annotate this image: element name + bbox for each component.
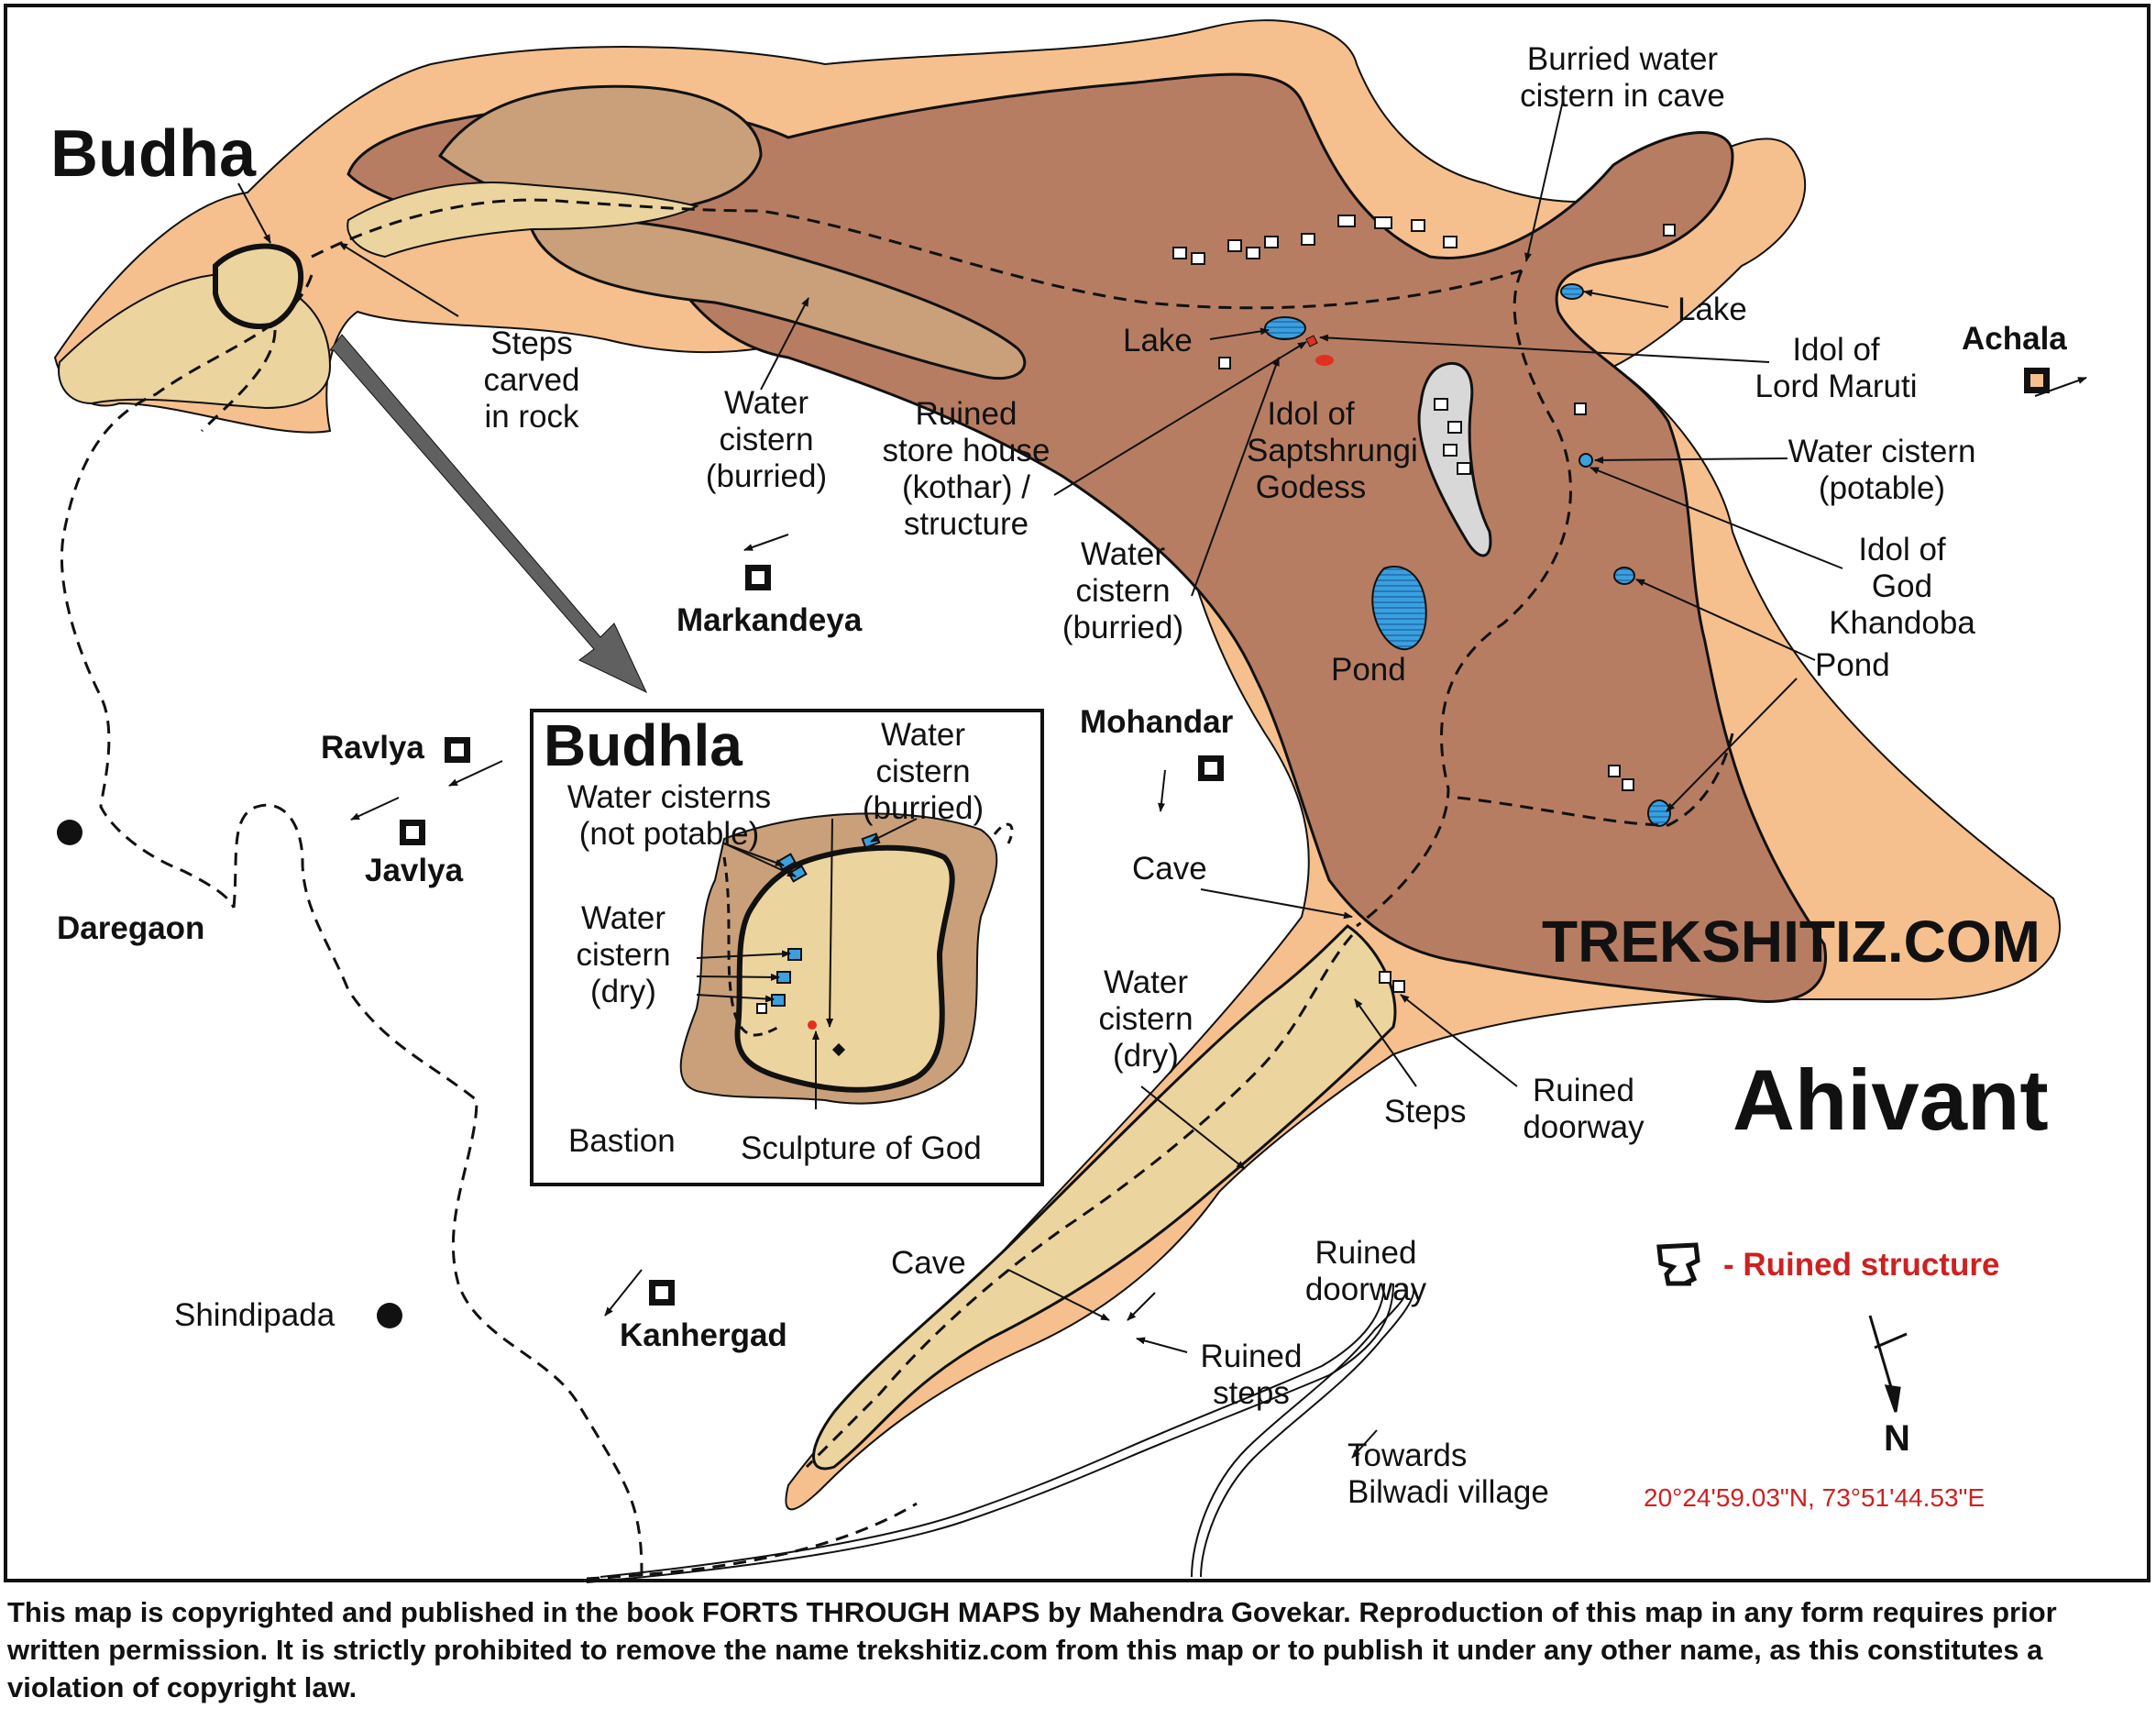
label-steps-carved: Steps carved in rock — [483, 325, 580, 435]
inset-sculpture-mark — [831, 1042, 846, 1057]
inset-label-sculpture: Sculpture of God — [741, 1130, 982, 1166]
pond-right-2 — [1647, 799, 1671, 827]
label-lake-west: Lake — [1123, 323, 1193, 358]
budha-fort-outline — [213, 243, 304, 329]
label-water-cistern-burried-mid: Water cistern (burried) — [1062, 536, 1184, 645]
label-ruined-store: Ruined store house (kothar) / structure — [882, 396, 1050, 542]
fort-name-ravlya: Ravlya — [321, 730, 424, 766]
village-dot-icon-shindipada — [377, 1303, 402, 1328]
inset-idol-mark — [808, 1020, 817, 1030]
fort-name-kanhergad: Kanhergad — [620, 1317, 787, 1353]
legend-ruined-structure: - Ruined structure — [1723, 1247, 2000, 1283]
fort-name-achala: Achala — [1962, 321, 2067, 357]
fort-icons — [400, 368, 2050, 1306]
lake-east — [1560, 283, 1584, 300]
inset-label-bastion: Bastion — [568, 1123, 676, 1159]
copyright-notice: This map is copyrighted and published in… — [7, 1596, 2057, 1703]
label-water-cistern-dry: Water cistern (dry) — [1098, 964, 1194, 1074]
label-water-cistern-potable: Water cistern (potable) — [1788, 434, 1976, 506]
road — [586, 1283, 1415, 1583]
village-name-daregaon: Daregaon — [57, 910, 205, 946]
label-steps: Steps — [1384, 1094, 1467, 1129]
lake-west — [1264, 316, 1306, 340]
inset-title: Budhla — [544, 712, 742, 778]
fort-icon-markandeya — [745, 565, 771, 590]
inset-label-not-potable: Water cisterns (not potable) — [566, 779, 772, 852]
label-towards-bilwadi: Towards Bilwadi village — [1348, 1438, 1549, 1510]
label-pond-center: Pond — [1331, 652, 1406, 688]
leader-lines — [237, 100, 1843, 1353]
inset-inner-plateau — [734, 844, 955, 1093]
label-idol-khandoba: Idol of God Khandoba — [1829, 532, 1975, 641]
label-cave-mid: Cave — [1132, 851, 1207, 887]
fort-name-ahivant: Ahivant — [1732, 1052, 2049, 1148]
inset-label-burried: Water cistern (burried) — [862, 717, 984, 826]
inset-leaders — [696, 818, 918, 1109]
fort-icon-kanhergad — [649, 1280, 675, 1306]
label-lake-east: Lake — [1678, 292, 1747, 327]
village-name-shindipada: Shindipada — [174, 1297, 336, 1333]
hill-patch-2 — [530, 218, 1027, 380]
inset-label-dry: Water cistern (dry) — [576, 900, 671, 1009]
label-ruined-doorway-mid: Ruined doorway — [1523, 1073, 1644, 1145]
fort-icon-javlya — [400, 820, 425, 845]
fort-icon-achala — [2024, 368, 2050, 393]
plateau-main — [346, 72, 1827, 1003]
fort-name-markandeya: Markandeya — [676, 602, 863, 638]
inset-pointer-arrow — [328, 334, 648, 694]
path-zone-ridge — [812, 924, 1397, 1471]
inset-path — [722, 856, 780, 1037]
pond-center — [1371, 566, 1427, 651]
label-idol-saptshrungi: Idol of Saptshrungi Godess — [1247, 396, 1418, 505]
path-zone-top — [346, 182, 699, 259]
fort-icon-mohandar — [1198, 755, 1224, 781]
idol-saptshrungi-mark — [1315, 355, 1334, 366]
ruined-structures — [1172, 215, 1676, 993]
label-cave-low: Cave — [891, 1245, 966, 1281]
legend-coordinates: 20°24'59.03"N, 73°51'44.53"E — [1644, 1483, 1986, 1512]
water-cistern-potable-mark — [1578, 453, 1593, 468]
ruined-structure-icon — [1656, 1242, 1700, 1286]
pond-right-1 — [1613, 567, 1635, 585]
fort-icon-ravlya — [445, 737, 470, 763]
inset-structure-mark — [756, 1003, 767, 1014]
fort-name-budha: Budha — [50, 117, 256, 191]
saptshrungi-ridge — [1417, 361, 1492, 557]
label-pond-right: Pond — [1815, 647, 1890, 683]
village-dot-icon-daregaon — [57, 820, 82, 845]
label-idol-maruti: Idol of Lord Maruti — [1754, 332, 1918, 404]
fort-map-graphic — [53, 19, 2087, 1583]
fort-name-mohandar: Mohandar — [1080, 704, 1234, 740]
label-ruined-steps: Ruined steps — [1200, 1339, 1303, 1411]
fort-name-javlya: Javlya — [365, 853, 464, 888]
label-burried-cistern-cave: Burried water cistern in cave — [1520, 41, 1725, 114]
budhla-inset — [530, 709, 1044, 1186]
north-arrow-icon — [1868, 1315, 1908, 1413]
label-ruined-doorway-low: Ruined doorway — [1304, 1235, 1427, 1307]
watermark: TREKSHITIZ.COM — [1542, 909, 2040, 975]
label-water-cistern-burried-top: Water cistern (burried) — [705, 385, 828, 494]
trails — [60, 198, 1734, 1581]
inset-path-2 — [993, 822, 1014, 844]
idol-maruti-mark — [1305, 335, 1318, 347]
legend-north: N — [1884, 1418, 1910, 1459]
